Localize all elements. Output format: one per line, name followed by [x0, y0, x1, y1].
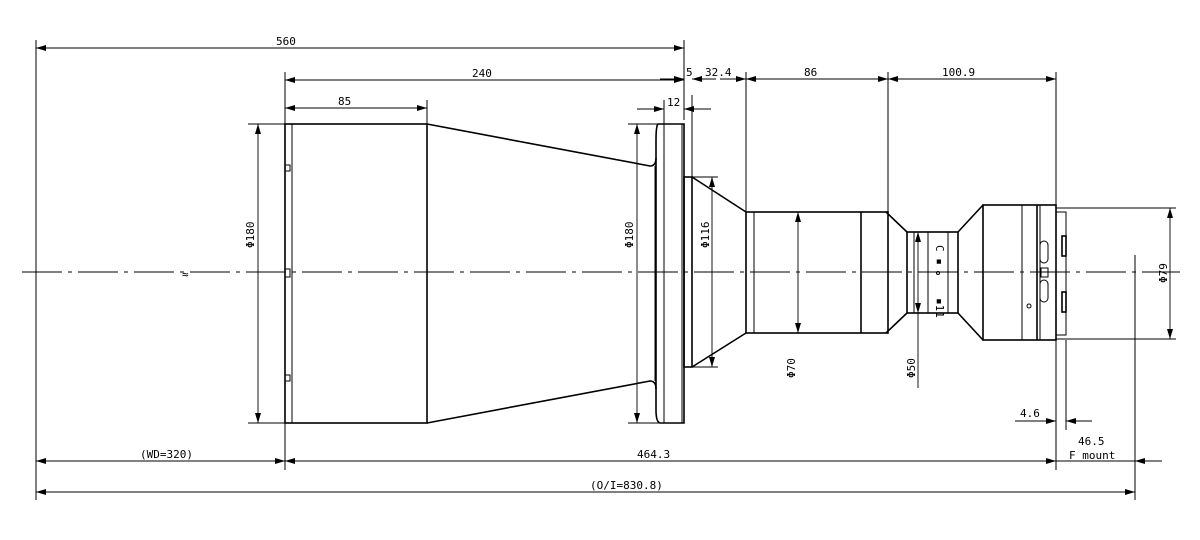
ring-mark-bottom: ▪11: [933, 298, 946, 318]
dim-mid-dia: Φ70: [785, 358, 798, 378]
dim-85: 85: [338, 95, 351, 108]
lens-body: C ▪ ▪11: [284, 123, 1067, 424]
diameter-dimensions: Φ180 Φ180 Φ116 Φ70 Φ50 Φ79: [244, 124, 1173, 423]
dim-86: 86: [804, 66, 817, 79]
dim-rear-small-dia: Φ50: [905, 358, 918, 378]
dim-32-4: 32.4: [705, 66, 732, 79]
ring-mark-top: C ▪: [933, 245, 946, 265]
mount-type-label: F mount: [1069, 449, 1115, 462]
top-dimensions: 560 240 85 12 5 32.4 86 100.9: [36, 35, 1056, 124]
dim-object-image: (O/I=830.8): [590, 479, 663, 492]
dim-rear-dia: Φ79: [1157, 263, 1170, 283]
dim-4-6: 4.6: [1020, 407, 1040, 420]
dim-100-9: 100.9: [942, 66, 975, 79]
dim-lens-length: 464.3: [637, 448, 670, 461]
dim-front-dia: Φ180: [244, 222, 257, 249]
extension-lines: [35, 40, 1176, 500]
bottom-dimensions: 4.6 46.5 F mount (WD=320) 464.3 (O/I=830…: [36, 407, 1162, 495]
dim-560: 560: [276, 35, 296, 48]
break-symbol: ≈: [182, 268, 189, 281]
dim-12: 12: [667, 96, 680, 109]
dim-240: 240: [472, 67, 492, 80]
dim-working-distance: (WD=320): [140, 448, 193, 461]
dim-46-5: 46.5: [1078, 435, 1105, 448]
dim-step-dia: Φ116: [699, 222, 712, 249]
dim-flange-dia: Φ180: [623, 222, 636, 249]
dim-5: 5: [686, 66, 693, 79]
